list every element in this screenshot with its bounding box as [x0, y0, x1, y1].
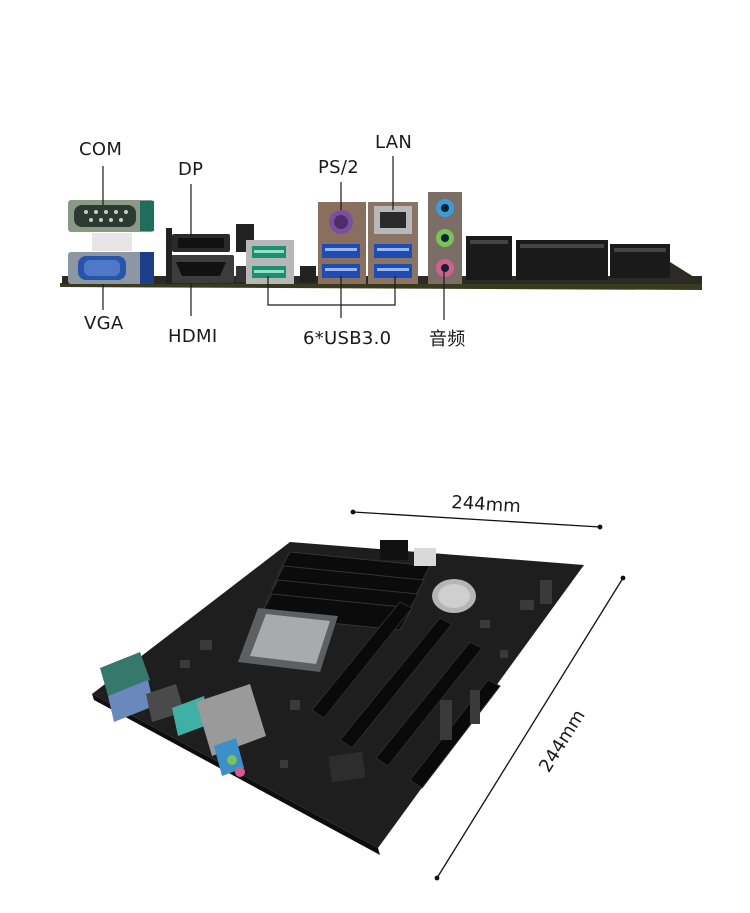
label-usb: 6*USB3.0	[303, 328, 392, 349]
chipset	[328, 751, 366, 783]
pcb-edge	[60, 283, 702, 290]
atx-power-connector	[380, 540, 408, 560]
label-vga: VGA	[84, 313, 124, 334]
hdmi-port	[168, 255, 234, 283]
label-com: COM	[79, 139, 123, 160]
power-jack	[414, 548, 436, 566]
angled-io-ports	[100, 652, 266, 777]
label-hdmi: HDMI	[168, 326, 218, 347]
pcb-corner	[670, 262, 702, 282]
dimension-lines	[352, 511, 624, 879]
vga-port	[68, 252, 154, 284]
dimension-width-label: 244mm	[450, 492, 522, 518]
dimm-slots	[259, 551, 431, 631]
label-ps2: PS/2	[318, 157, 359, 178]
label-audio: 音频	[429, 329, 466, 350]
small-connector	[236, 266, 246, 282]
lan-usb-stack	[368, 202, 418, 284]
coin-battery-face	[438, 584, 470, 608]
audio-jacks	[428, 192, 462, 284]
dp-bracket	[166, 228, 172, 284]
dp-port	[172, 234, 230, 252]
cpu-socket	[238, 608, 338, 672]
label-lan: LAN	[375, 132, 413, 153]
usb-stack-left	[246, 240, 294, 284]
label-dp: DP	[178, 159, 204, 180]
ps2-usb-stack	[318, 202, 366, 284]
small-connector	[300, 266, 316, 282]
header-pins	[470, 240, 666, 252]
com-port	[68, 200, 154, 251]
dimension-endpoints	[350, 509, 626, 881]
leader-lines	[102, 156, 445, 320]
board-components	[180, 580, 552, 768]
